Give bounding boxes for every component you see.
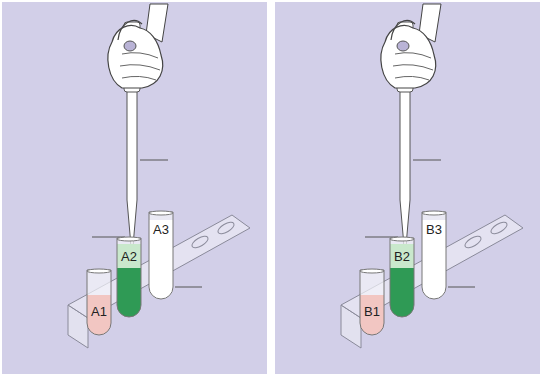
tube-glass	[390, 238, 414, 317]
tube-outline	[116, 236, 142, 318]
tube-liquid	[117, 268, 141, 317]
test-tube: A3	[148, 210, 174, 300]
tube-label: A2	[116, 249, 142, 264]
right-panel	[275, 2, 540, 374]
tube-liquid	[117, 244, 141, 317]
tube-border	[117, 238, 141, 317]
tube-label: A1	[86, 304, 112, 319]
tube-label: B2	[389, 249, 415, 264]
tube-label: B3	[421, 222, 447, 237]
tube-outline	[359, 268, 385, 336]
tube-outline	[389, 236, 415, 318]
tube-rim	[149, 211, 173, 215]
tube-rim	[117, 237, 141, 241]
test-tube: A2	[116, 236, 142, 318]
test-tube: B2	[389, 236, 415, 318]
tube-liquid	[390, 244, 414, 317]
tube-border	[390, 238, 414, 317]
tube-label: A3	[148, 222, 174, 237]
tube-liquid	[87, 295, 111, 335]
tube-glass	[422, 212, 446, 299]
tube-liquid	[360, 295, 384, 335]
tube-rim	[390, 237, 414, 241]
test-tube: B1	[359, 268, 385, 336]
tube-border	[149, 212, 173, 299]
tube-outline	[86, 268, 112, 336]
tube-glass	[117, 238, 141, 317]
left-panel	[2, 2, 267, 374]
tube-rim	[360, 269, 384, 273]
tube-liquid	[390, 268, 414, 317]
tube-rim	[422, 211, 446, 215]
tube-border	[360, 270, 384, 335]
tube-label: B1	[359, 304, 385, 319]
tube-liquid	[149, 220, 173, 299]
test-tube: A1	[86, 268, 112, 336]
tube-border	[87, 270, 111, 335]
tube-glass	[87, 270, 111, 335]
tube-border	[422, 212, 446, 299]
test-tube: B3	[421, 210, 447, 300]
tube-glass	[360, 270, 384, 335]
tube-rim	[87, 269, 111, 273]
tube-liquid	[422, 220, 446, 299]
tube-glass	[149, 212, 173, 299]
